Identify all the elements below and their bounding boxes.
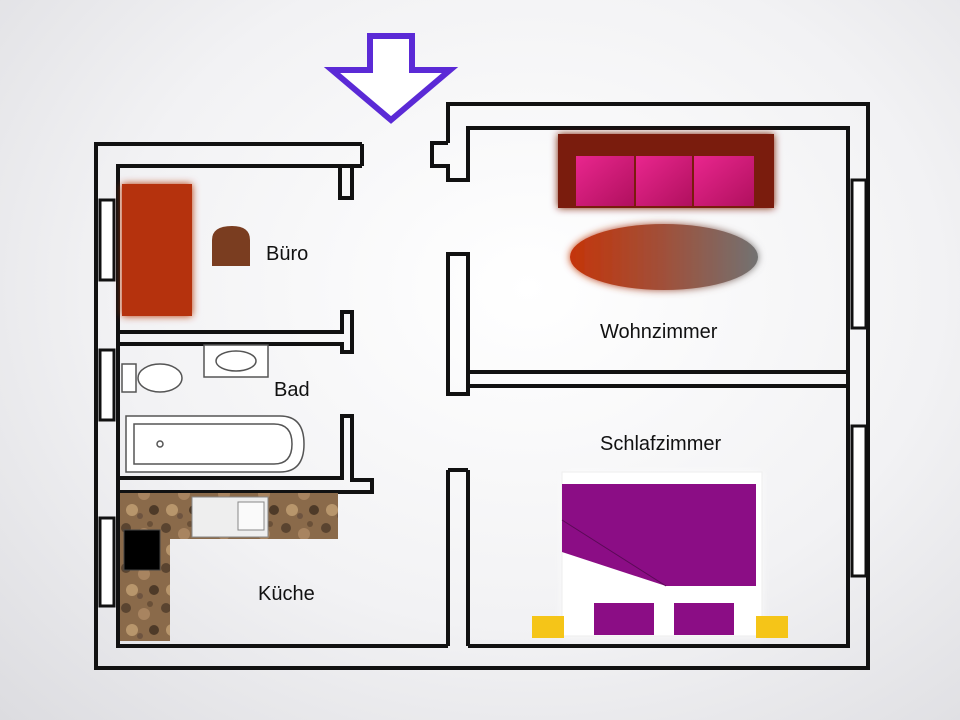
kitchen-furniture	[120, 493, 338, 641]
walls	[94, 102, 870, 670]
toilet-tank	[121, 363, 137, 393]
chair	[212, 226, 250, 266]
bedroom-furniture	[532, 471, 788, 638]
windows-left	[98, 198, 116, 608]
room-label-kueche: Küche	[258, 583, 315, 605]
bed-blanket	[562, 484, 756, 586]
bed-pillow	[674, 603, 734, 635]
sofa-cushion	[636, 156, 692, 206]
sofa-cushion	[694, 156, 754, 206]
nightstand	[756, 616, 788, 638]
windows-right	[850, 178, 868, 578]
room-label-schlafzimmer: Schlafzimmer	[600, 433, 721, 455]
rug	[570, 224, 758, 290]
bathroom-fixtures	[121, 344, 305, 473]
toilet	[137, 363, 183, 393]
room-label-bad: Bad	[274, 379, 310, 401]
room-label-buero: Büro	[266, 243, 308, 265]
bed-pillow	[594, 603, 654, 635]
office-furniture	[122, 184, 250, 316]
nightstand	[532, 616, 564, 638]
stove	[123, 529, 161, 571]
room-label-wohnzimmer: Wohnzimmer	[600, 321, 718, 343]
sofa-cushion	[576, 156, 634, 206]
living-room-furniture	[558, 134, 774, 290]
desk	[122, 184, 192, 316]
down-arrow-icon	[323, 33, 459, 124]
